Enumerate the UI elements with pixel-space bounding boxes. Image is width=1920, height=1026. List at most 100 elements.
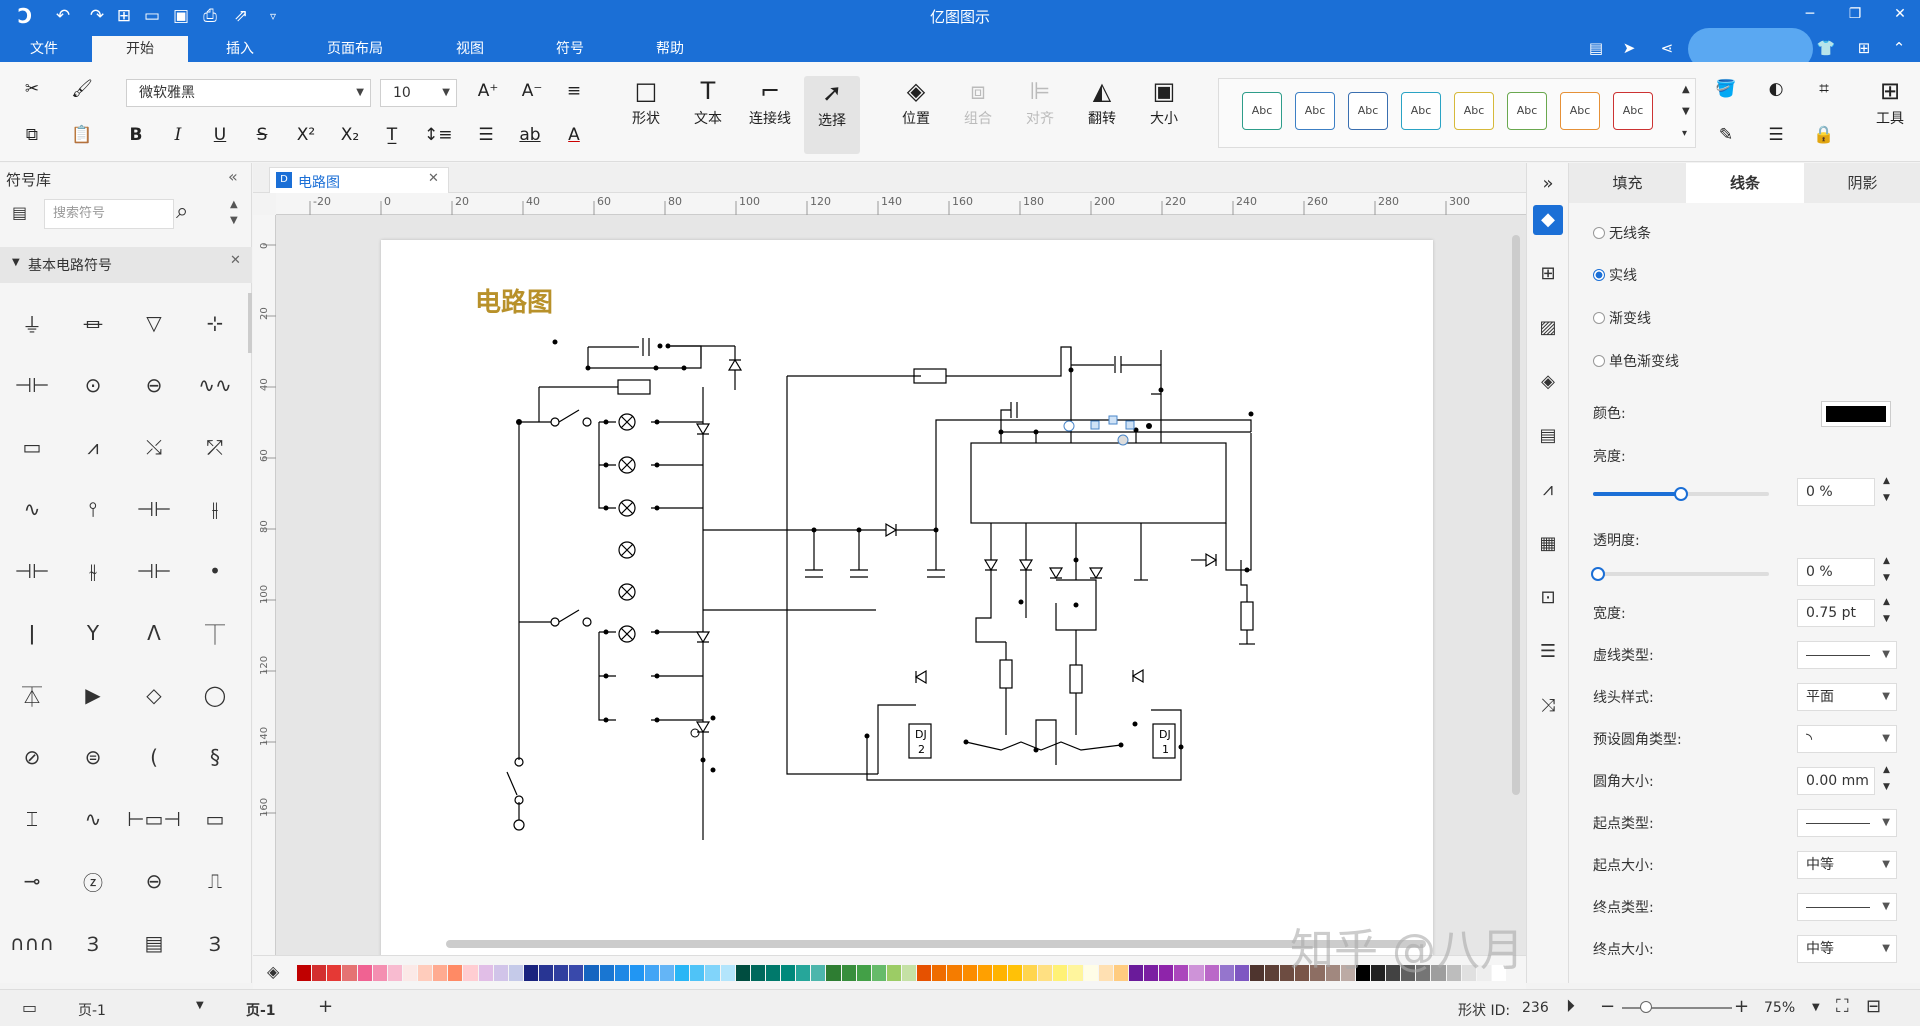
add-page-icon[interactable]: + [318, 996, 334, 1017]
bullet-list-icon[interactable]: ☰ [478, 125, 494, 145]
fill-picker-icon[interactable]: ◈ [267, 962, 280, 981]
style-swatch[interactable]: Abc [1560, 92, 1600, 130]
style-swatch[interactable]: Abc [1348, 92, 1388, 130]
open-icon[interactable]: ▭ [143, 6, 161, 26]
palette-swatch[interactable] [372, 965, 387, 981]
corner-type-select[interactable]: ◝▼ [1797, 725, 1897, 753]
close-category-icon[interactable]: ✕ [230, 253, 241, 268]
library-symbol[interactable]: ⊸ [23, 869, 41, 893]
tab-help[interactable]: 帮助 [656, 41, 684, 57]
palette-swatch[interactable] [1476, 965, 1491, 981]
zoom-level[interactable]: 75% [1764, 1000, 1796, 1016]
search-icon[interactable]: ⌕ [176, 199, 189, 224]
brightness-up-icon[interactable]: ▲ [1883, 476, 1890, 486]
subscript-icon[interactable]: X₂ [340, 125, 360, 145]
line-spacing-icon[interactable]: ↕≡ [424, 125, 453, 145]
strikethrough-icon[interactable]: S [256, 125, 268, 145]
palette-swatch[interactable] [811, 965, 826, 981]
search-input[interactable]: 搜索符号 [44, 199, 174, 229]
library-symbol[interactable]: ◯ [203, 683, 227, 707]
shape-tool[interactable]: □形状 [618, 74, 674, 128]
shuffle-icon[interactable]: ⤨ [1540, 695, 1556, 716]
gallery-more-icon[interactable]: ▾ [1682, 128, 1688, 139]
palette-swatch[interactable] [826, 965, 841, 981]
end-size-select[interactable]: 中等▼ [1797, 935, 1897, 963]
start-size-select[interactable]: 中等▼ [1797, 851, 1897, 879]
palette-swatch[interactable] [1491, 965, 1506, 981]
font-family-select[interactable]: 微软雅黑▼ [126, 79, 371, 107]
library-symbol[interactable]: ⫲ [211, 497, 219, 521]
palette-swatch[interactable] [463, 965, 478, 981]
transparency-slider[interactable] [1591, 567, 1769, 581]
palette-swatch[interactable] [1023, 965, 1038, 981]
library-symbol[interactable]: ( [150, 745, 158, 769]
library-symbol[interactable]: ⊜ [84, 745, 102, 769]
expand-panel-icon[interactable]: » [1542, 173, 1554, 194]
crop-icon[interactable]: ⌗ [1819, 79, 1829, 99]
page-select[interactable]: 页-1 [78, 1003, 106, 1019]
library-symbol[interactable]: § [210, 745, 220, 769]
palette-swatch[interactable] [917, 965, 932, 981]
palette-swatch[interactable] [1159, 965, 1174, 981]
width-field[interactable]: 0.75 pt [1797, 599, 1875, 627]
palette-swatch[interactable] [1007, 965, 1022, 981]
palette-swatch[interactable] [1113, 965, 1128, 981]
circuit-diagram[interactable]: DJ 2 DJ 1 [381, 240, 1433, 860]
palette-swatch[interactable] [977, 965, 992, 981]
align-button[interactable]: ⊫对齐 [1012, 74, 1068, 128]
width-up-icon[interactable]: ▲ [1883, 597, 1890, 607]
width-down-icon[interactable]: ▼ [1883, 614, 1890, 624]
collapse-panel-icon[interactable]: « [228, 167, 238, 186]
palette-swatch[interactable] [1053, 965, 1068, 981]
library-symbol[interactable]: ⩘ [87, 435, 99, 459]
paste-icon[interactable]: 📋 [71, 125, 93, 145]
corner-size-field[interactable]: 0.00 mm [1797, 767, 1875, 795]
palette-swatch[interactable] [1128, 965, 1143, 981]
end-type-select[interactable]: ▼ [1797, 893, 1897, 921]
fit-page-icon[interactable]: ⛶ [1836, 996, 1849, 1017]
bold-icon[interactable]: B [129, 125, 143, 145]
palette-swatch[interactable] [508, 965, 523, 981]
library-symbol[interactable]: ⤱ [207, 435, 223, 459]
palette-swatch[interactable] [297, 965, 312, 981]
save-icon[interactable]: ▣ [172, 6, 190, 26]
org-icon[interactable]: ⊡ [1540, 587, 1556, 608]
fill-bucket-icon[interactable]: 🪣 [1715, 79, 1737, 99]
palette-swatch[interactable] [1280, 965, 1295, 981]
palette-swatch[interactable] [1234, 965, 1249, 981]
cut-icon[interactable]: ✂ [24, 79, 40, 99]
library-symbol[interactable]: ⊙ [84, 373, 102, 397]
image-icon[interactable]: ▨ [1539, 317, 1557, 338]
radio-single-gradient-line[interactable]: 单色渐变线 [1593, 351, 1679, 371]
palette-swatch[interactable] [750, 965, 765, 981]
palette-swatch[interactable] [569, 965, 584, 981]
font-size-select[interactable]: 10▼ [380, 79, 457, 107]
radio-no-line[interactable]: 无线条 [1593, 223, 1651, 243]
new-icon[interactable]: ⊞ [116, 6, 132, 26]
brightness-field[interactable]: 0 % [1797, 478, 1875, 506]
style-swatch[interactable]: Abc [1295, 92, 1335, 130]
palette-swatch[interactable] [614, 965, 629, 981]
print-icon[interactable]: ⎙ [203, 6, 217, 26]
italic-icon[interactable]: I [174, 125, 182, 145]
palette-swatch[interactable] [1310, 965, 1325, 981]
close-tab-icon[interactable]: ✕ [428, 171, 439, 186]
palette-swatch[interactable] [1431, 965, 1446, 981]
palette-swatch[interactable] [1265, 965, 1280, 981]
tab-view[interactable]: 视图 [456, 41, 484, 57]
more-icon[interactable]: ▿ [269, 9, 277, 23]
library-symbol[interactable]: ⊘ [23, 745, 41, 769]
palette-swatch[interactable] [886, 965, 901, 981]
palette-swatch[interactable] [720, 965, 735, 981]
palette-swatch[interactable] [992, 965, 1007, 981]
library-symbol[interactable]: ⎍ [208, 869, 222, 893]
palette-swatch[interactable] [1340, 965, 1355, 981]
palette-swatch[interactable] [478, 965, 493, 981]
library-symbol[interactable]: ⤯ [146, 435, 162, 459]
style-swatch[interactable]: Abc [1454, 92, 1494, 130]
palette-swatch[interactable] [433, 965, 448, 981]
library-symbol[interactable]: Y [86, 621, 100, 645]
comment-icon[interactable]: ▤ [1588, 39, 1604, 57]
superscript-icon[interactable]: X² [296, 125, 316, 145]
palette-swatch[interactable] [1189, 965, 1204, 981]
